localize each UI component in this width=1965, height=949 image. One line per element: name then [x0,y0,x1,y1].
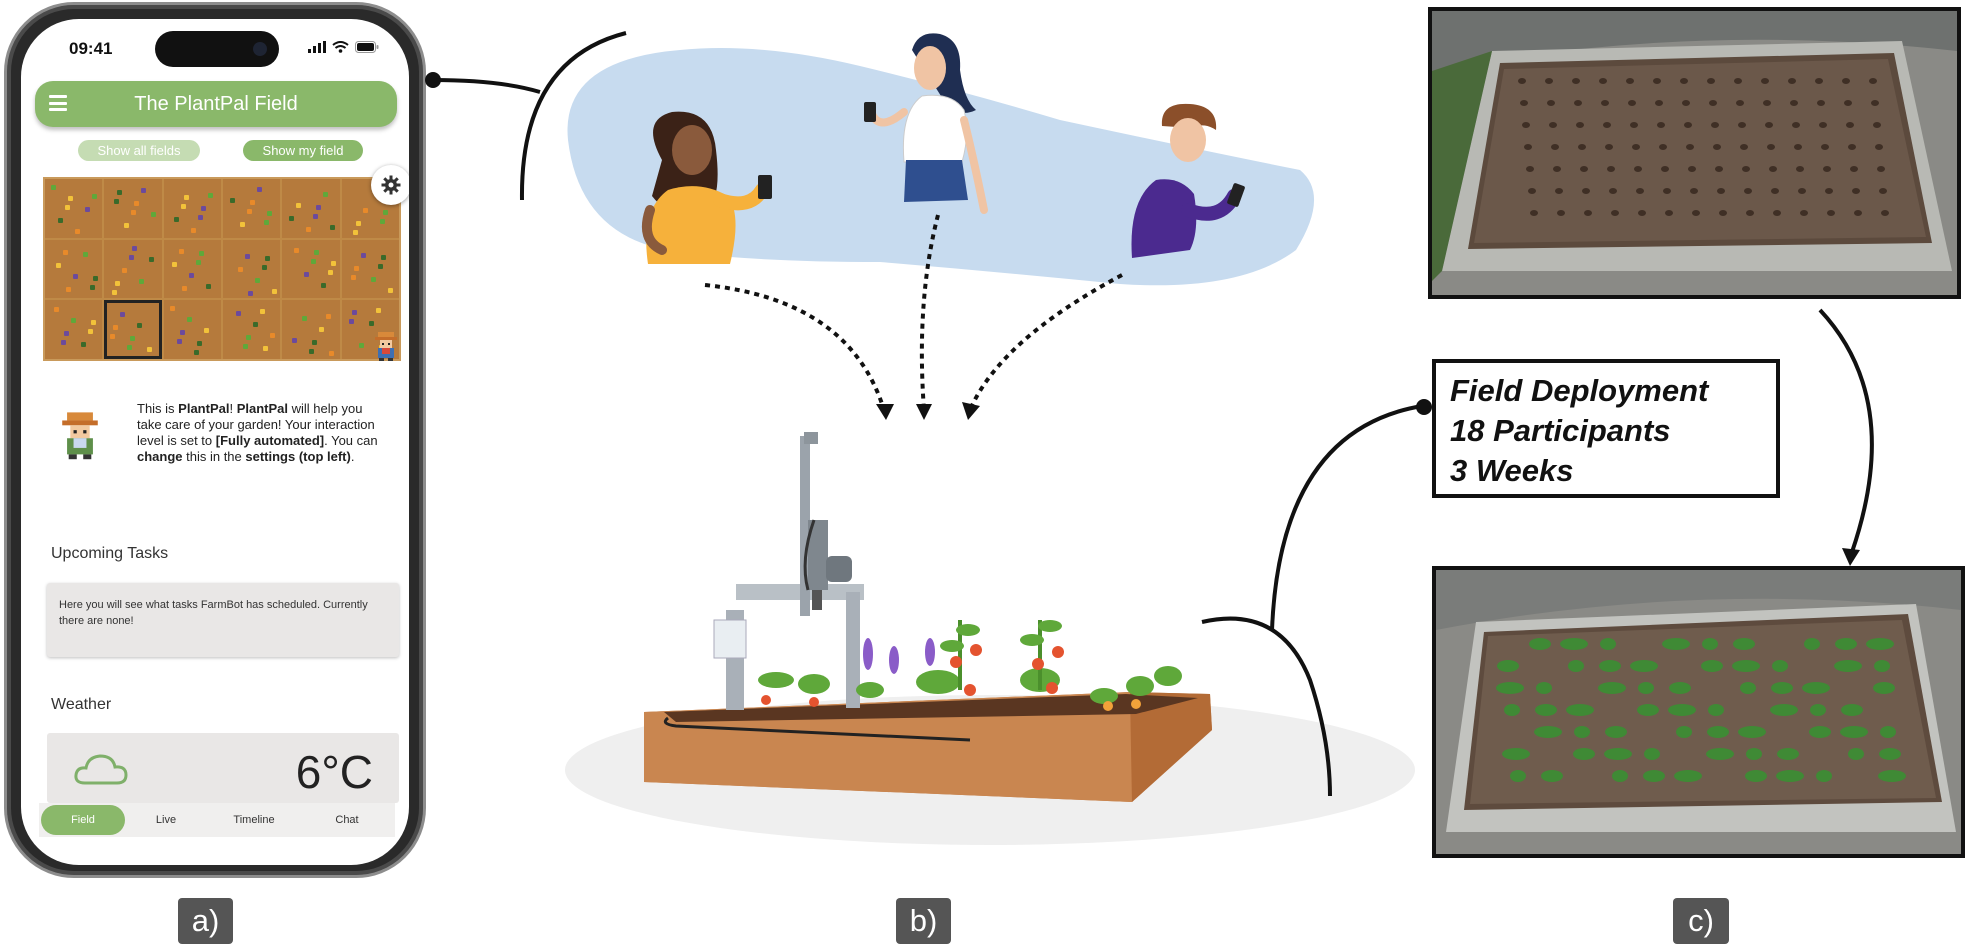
status-time: 09:41 [69,39,113,58]
panel-label-b: b) [896,898,951,944]
field-cell[interactable] [282,239,340,299]
deployment-info-box: Field Deployment 18 Participants 3 Weeks [1432,359,1780,498]
signal-icon [308,41,326,53]
weather-title: Weather [51,696,112,713]
show-all-fields-button[interactable]: Show all fields [78,140,200,161]
field-cell[interactable] [104,239,162,299]
field-cell[interactable] [163,300,221,359]
app-title: The PlantPal Field [134,92,298,115]
phone-screen: 09:41 The Pla [21,19,409,865]
wifi-icon [332,41,349,53]
weather-card: 6°C [47,733,399,803]
user-figure-3 [1131,103,1245,258]
field-cell[interactable] [163,179,221,238]
panel-label-a: a) [178,898,233,944]
field-cell[interactable] [222,300,281,359]
deployment-line-2: 18 Participants [1450,413,1671,448]
upcoming-tasks-box: Here you will see what tasks FarmBot has… [47,583,399,657]
field-cell[interactable] [104,179,162,238]
farmbot-bed [644,692,1212,802]
field-grid[interactable] [43,177,401,361]
cloud-icon [74,754,128,785]
farmer-icon [375,332,397,361]
nav-chat-tab[interactable]: Chat [335,814,359,826]
bottom-nav: Field Live Timeline Chat [39,803,395,837]
nav-field-tab[interactable]: Field [41,805,125,835]
dotted-arrows [704,214,1123,411]
arrow-heads [876,402,980,420]
menu-icon[interactable] [49,95,67,111]
status-bar: 09:41 [21,19,409,79]
settings-button[interactable] [371,165,409,205]
gear-icon [381,175,401,195]
app-header: The PlantPal Field [35,81,397,127]
farmbot-gantry [713,432,864,710]
before-after-arrow [1818,308,1874,566]
battery-icon [355,41,379,53]
nav-timeline-tab[interactable]: Timeline [233,814,275,826]
connector-scene-deployment [1201,399,1432,797]
panel-label-c: c) [1673,898,1729,944]
field-photo-after [1432,566,1965,858]
field-cell[interactable] [45,300,103,359]
phone-frame: 09:41 The Pla [4,2,426,878]
connector-phone-people [425,31,627,201]
field-cell[interactable] [222,239,281,299]
deployment-line-1: Field Deployment [1450,373,1709,408]
user-figure-2 [864,33,988,214]
dynamic-island [155,31,279,67]
field-cell[interactable] [282,300,340,359]
deployment-line-3: 3 Weeks [1450,453,1574,488]
user-figure-1 [642,111,772,264]
plantpal-info-text: This is PlantPal! PlantPal will help you… [137,401,378,464]
field-cell[interactable] [104,300,162,359]
field-cell[interactable] [282,179,340,238]
field-cell[interactable] [222,179,281,238]
plants [758,620,1182,711]
field-cell[interactable] [341,239,399,299]
show-my-field-button[interactable]: Show my field [243,140,363,161]
field-cell[interactable] [45,179,103,238]
nav-live-tab[interactable]: Live [155,814,177,826]
upcoming-tasks-title: Upcoming Tasks [51,545,169,562]
field-photo-before [1428,7,1961,299]
field-cell[interactable] [163,239,221,299]
farmer-icon [62,412,98,460]
temperature: 6°C [295,746,373,798]
field-cell[interactable] [45,239,103,299]
